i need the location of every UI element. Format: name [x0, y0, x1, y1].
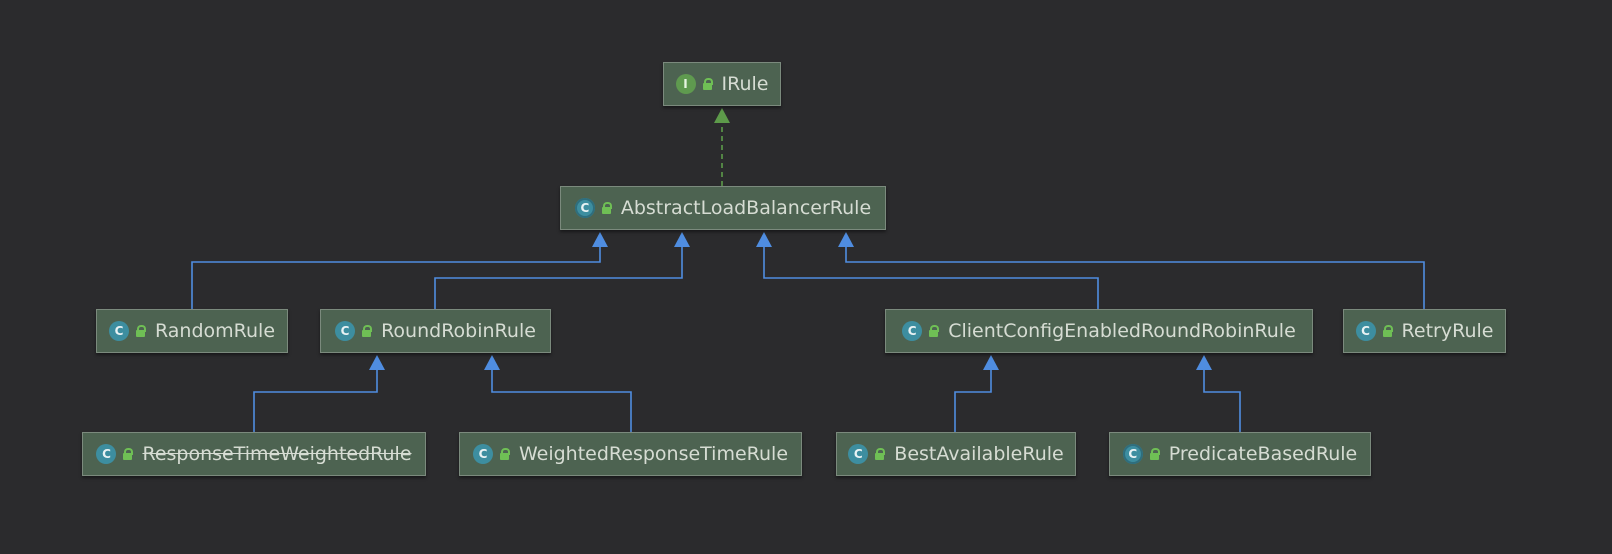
abstract-class-icon: C	[1122, 444, 1143, 464]
node-label: ClientConfigEnabledRoundRobinRule	[948, 320, 1296, 342]
edge-line	[845, 247, 1425, 309]
lock-icon	[1382, 325, 1393, 337]
node-retry-rule[interactable]: C RetryRule	[1343, 309, 1506, 353]
edge-line	[763, 247, 1099, 309]
lock-icon	[1149, 448, 1160, 460]
lock-icon	[499, 448, 510, 460]
class-icon: C	[335, 321, 356, 341]
lock-icon	[928, 325, 940, 337]
interface-icon: I	[675, 74, 696, 94]
edge-roundrobin-to-abstract	[434, 232, 690, 309]
edge-line	[1203, 370, 1241, 432]
edge-line	[191, 247, 601, 309]
node-random-rule[interactable]: C RandomRule	[96, 309, 288, 353]
edge-random-to-abstract	[191, 232, 608, 309]
abstract-class-icon: C	[574, 198, 595, 218]
node-label: BestAvailableRule	[894, 443, 1064, 465]
edge-line	[954, 370, 992, 432]
lock-icon	[874, 448, 886, 460]
lock-icon	[361, 325, 373, 337]
node-weighted-response-time-rule[interactable]: C WeightedResponseTimeRule	[459, 432, 802, 476]
edge-retry-to-abstract	[838, 232, 1425, 309]
extends-arrowhead	[369, 355, 385, 370]
extends-arrowhead	[674, 232, 690, 247]
node-abstract-load-balancer-rule[interactable]: C AbstractLoadBalancerRule	[560, 186, 886, 230]
class-icon: C	[902, 321, 923, 341]
lock-icon	[601, 202, 612, 214]
node-label: PredicateBasedRule	[1168, 443, 1358, 465]
node-label-deprecated: ResponseTimeWeightedRule	[142, 443, 412, 465]
extends-arrowhead	[983, 355, 999, 370]
edge-predicate-to-clientconfig	[1196, 355, 1241, 432]
node-irule[interactable]: I IRule	[663, 62, 781, 106]
implements-arrowhead	[714, 108, 730, 123]
node-label: RetryRule	[1401, 320, 1494, 342]
edge-line	[491, 370, 632, 432]
node-label: WeightedResponseTimeRule	[518, 443, 789, 465]
edge-weighted-to-roundrobin	[484, 355, 632, 432]
node-client-config-enabled-round-robin-rule[interactable]: C ClientConfigEnabledRoundRobinRule	[885, 309, 1313, 353]
lock-icon	[702, 78, 713, 90]
edge-abstract-to-irule	[714, 108, 730, 186]
edge-bestavailable-to-clientconfig	[954, 355, 999, 432]
edge-responsetime-to-roundrobin	[253, 355, 385, 432]
node-label: AbstractLoadBalancerRule	[620, 197, 872, 219]
class-icon: C	[848, 444, 869, 464]
extends-arrowhead	[838, 232, 854, 247]
node-response-time-weighted-rule[interactable]: C ResponseTimeWeightedRule	[82, 432, 426, 476]
class-icon: C	[96, 444, 117, 464]
node-label: RandomRule	[154, 320, 276, 342]
node-round-robin-rule[interactable]: C RoundRobinRule	[320, 309, 551, 353]
lock-icon	[135, 325, 146, 337]
node-label: RoundRobinRule	[381, 320, 536, 342]
extends-arrowhead	[1196, 355, 1212, 370]
lock-icon	[122, 448, 134, 460]
edge-line	[434, 247, 683, 309]
edge-clientconfig-to-abstract	[756, 232, 1099, 309]
extends-arrowhead	[592, 232, 608, 247]
node-best-available-rule[interactable]: C BestAvailableRule	[836, 432, 1076, 476]
class-icon: C	[108, 321, 129, 341]
node-label: IRule	[721, 73, 769, 95]
class-icon: C	[1355, 321, 1376, 341]
class-icon: C	[472, 444, 493, 464]
edge-line	[253, 370, 378, 432]
extends-arrowhead	[484, 355, 500, 370]
node-predicate-based-rule[interactable]: C PredicateBasedRule	[1109, 432, 1371, 476]
extends-arrowhead	[756, 232, 772, 247]
